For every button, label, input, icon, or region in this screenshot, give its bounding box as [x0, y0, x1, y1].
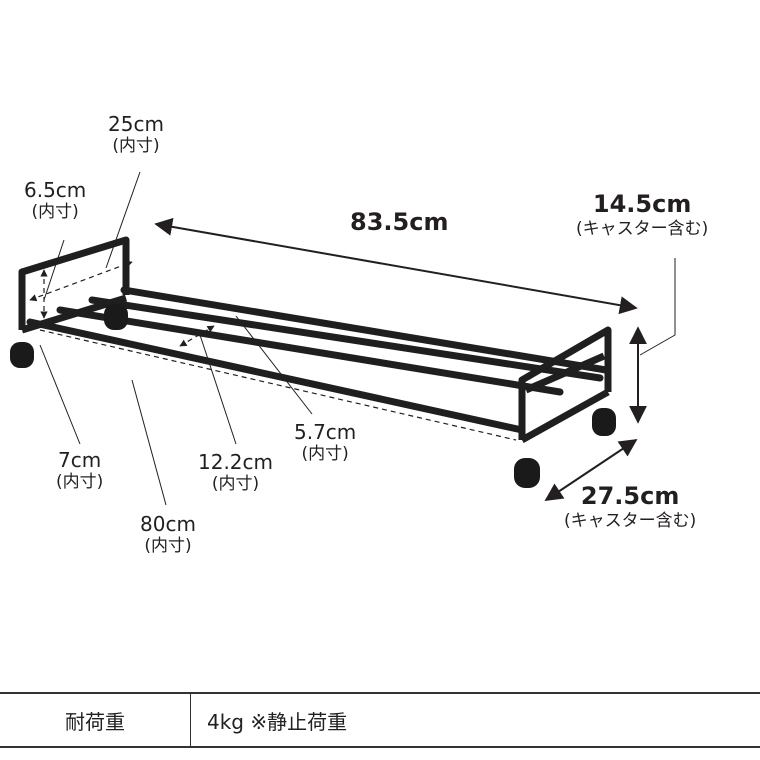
- dim-inner-length: 80cm (内寸): [140, 512, 196, 556]
- product-drawing: [10, 171, 676, 506]
- dim-bar-spacing-b: 5.7cm (内寸): [294, 420, 357, 464]
- dim-inner-front-height: 7cm (内寸): [56, 448, 104, 492]
- dim-inner-side-height: 6.5cm (内寸): [24, 178, 87, 222]
- dim-depth-outer: 27.5cm (キャスター含む): [564, 482, 697, 531]
- caster-wheels: [10, 304, 616, 488]
- dim-height-outer: 14.5cm (キャスター含む): [576, 190, 709, 239]
- spec-value-load-capacity: 4kg ※静止荷重: [207, 709, 348, 734]
- dim-bar-spacing-a: 12.2cm (内寸): [198, 450, 274, 494]
- dim-width-outer: 83.5cm: [350, 208, 449, 236]
- spec-key-load-capacity: 耐荷重: [0, 694, 191, 746]
- dim-inner-depth: 25cm (内寸): [108, 112, 164, 156]
- spec-table: 耐荷重 4kg ※静止荷重: [0, 692, 760, 748]
- rack-rails: [26, 286, 610, 434]
